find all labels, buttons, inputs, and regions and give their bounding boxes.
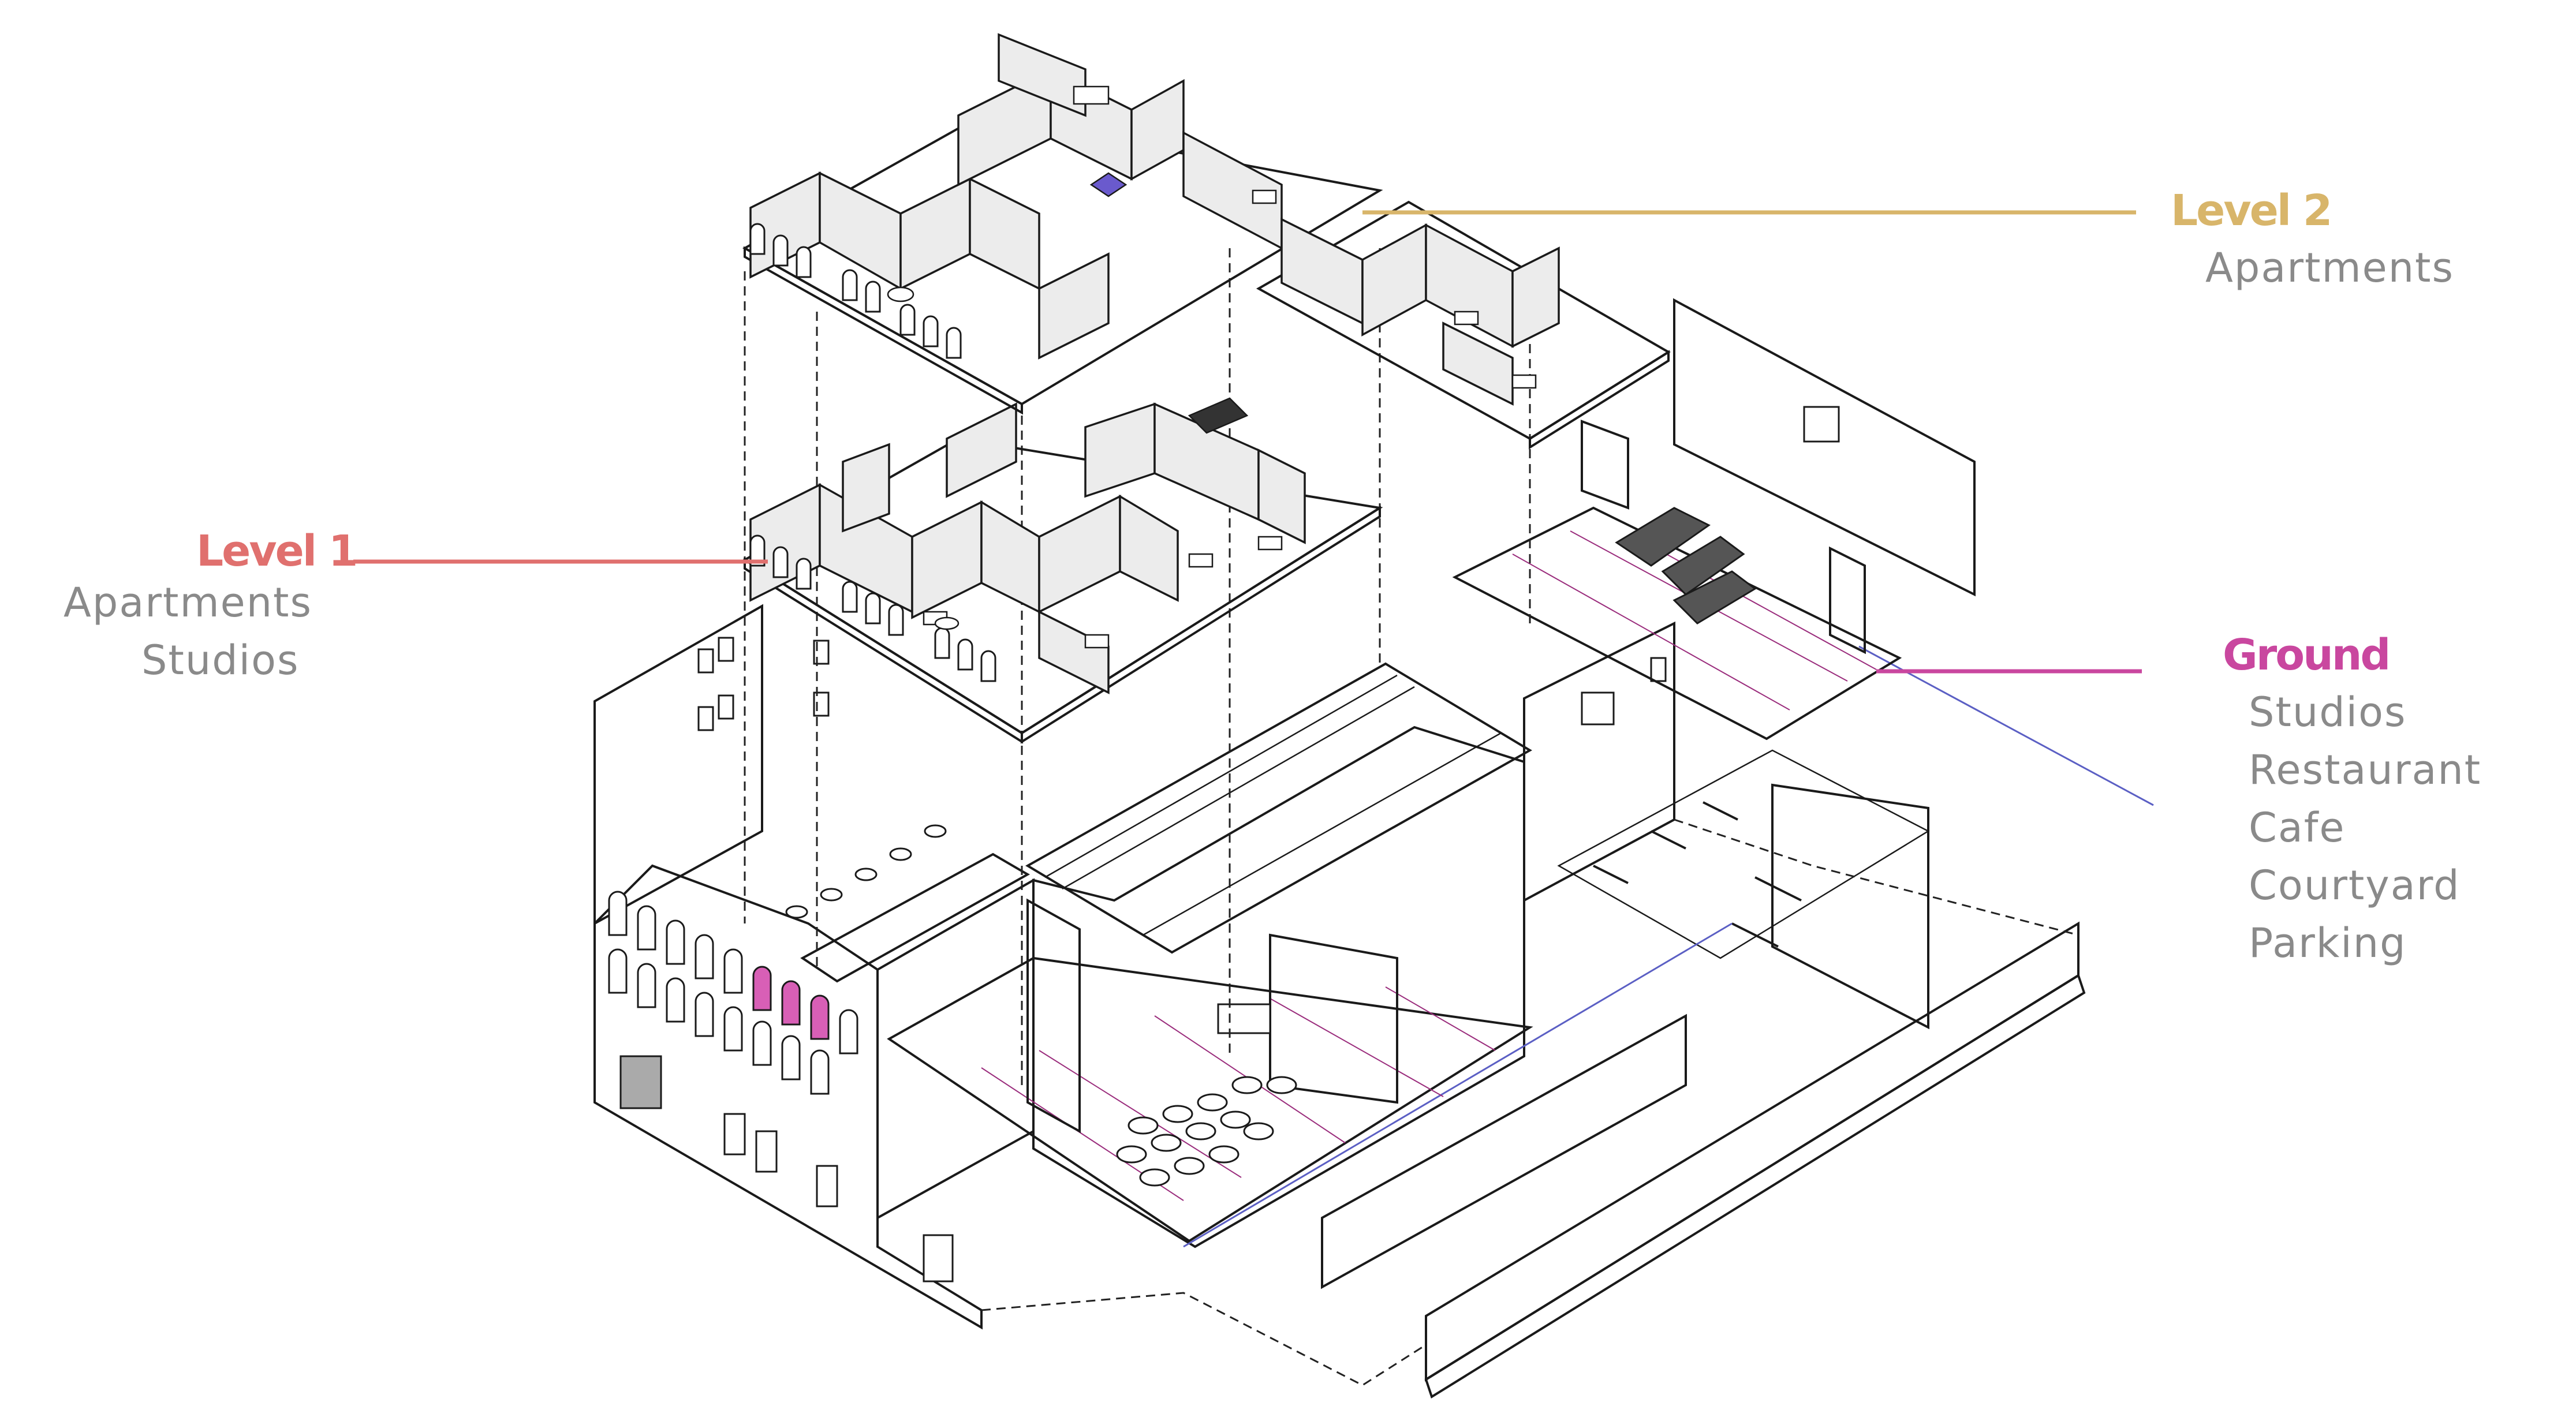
parking-area [1557,749,1930,959]
restaurant-partition [1269,933,1398,1104]
level-2-walls [749,33,1560,406]
facade-arched-windows [608,891,954,1282]
level-2-furniture [887,85,1537,389]
level-1-walls [749,402,1306,694]
level-2-use-0: Apartments [2205,244,2454,291]
courtyard-side-wall [1771,783,1929,1030]
hall-partition [1026,898,1081,1134]
courtyard-stair [1615,507,1757,625]
ground-use-0: Studios [2249,689,2406,736]
ground-restaurant-floor [887,956,1533,1243]
boundary-wall-3 [1424,973,2086,1399]
ground-cafe-floor [800,852,1031,983]
level-2-plate [742,33,1671,450]
hall-gable-wall [1032,726,1525,1248]
courtyard-stair-wall [1581,420,1629,510]
level-1-title: Level 1 [196,526,356,576]
level-1-use-0: Apartments [64,579,312,626]
level-1-arched-windows [749,534,996,682]
boundary-wall-1 [1321,1014,1687,1289]
ground-courtyard-floor [1452,506,1902,741]
ground-building [593,298,2154,1399]
level-1-floor-edge-right [1021,506,1381,744]
level-2-floor-edge [744,246,1023,415]
courtyard-right-wall [1829,546,1866,655]
ground-use-3: Courtyard [2249,862,2461,909]
level-1-furniture [923,397,1283,649]
courtyard-back-wall [1673,298,1976,597]
ground-title: Ground [2223,630,2389,680]
ground-use-2: Cafe [2249,804,2345,851]
front-facade [593,864,983,1330]
level-2-red-wing-edge [1529,350,1670,450]
hall-left-wall [876,878,1035,1220]
cafe-tables [785,824,947,919]
level-1-plate [742,397,1383,744]
restaurant-tables [1116,1076,1297,1187]
level-2-arched-windows [749,223,962,359]
ground-use-1: Restaurant [2249,746,2481,794]
level-2-title: Level 2 [2171,186,2331,235]
ground-use-4: Parking [2249,919,2407,967]
hall-roof-ridge [1025,662,1532,954]
parking-stripes [1593,801,1802,948]
left-back-wall [593,604,763,926]
level-1-use-1: Studios [141,637,299,684]
left-wall-windows [697,637,830,731]
